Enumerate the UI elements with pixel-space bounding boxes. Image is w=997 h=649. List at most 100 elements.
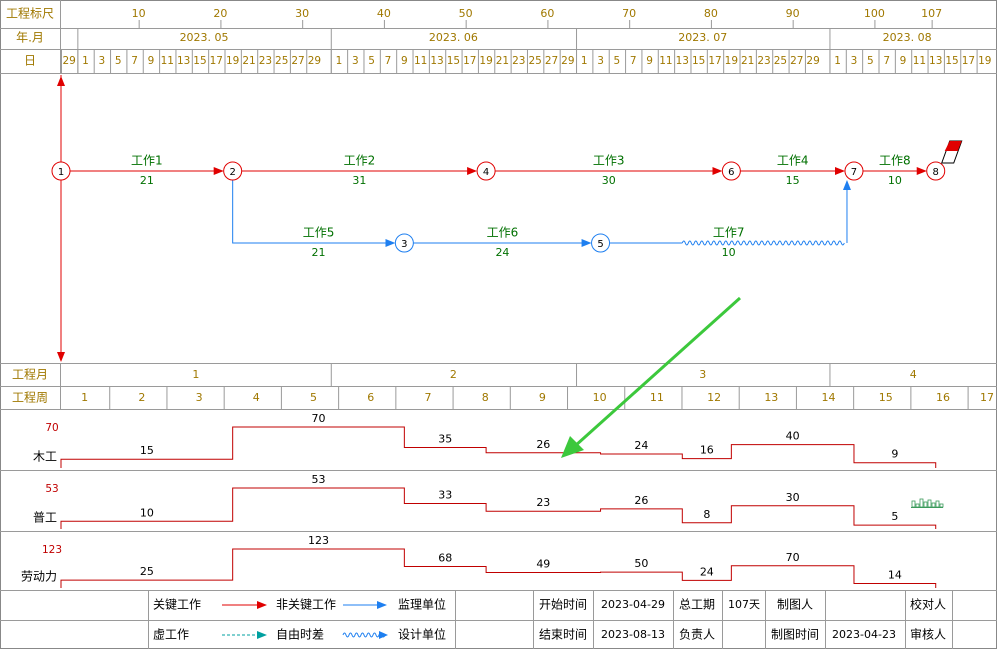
day-label: 29: [561, 55, 574, 67]
project-week-label: 工程周: [12, 390, 48, 405]
ruler-tick-label: 107: [921, 7, 942, 20]
resource-segment-value: 30: [786, 491, 800, 504]
resource-max-value: 123: [42, 544, 62, 556]
start-line-arrowhead-top: [57, 76, 65, 86]
ruler-tick-label: 70: [622, 7, 636, 20]
resource-segment-value: 9: [891, 448, 898, 461]
month-label: 2023. 05: [180, 31, 229, 44]
day-label: 11: [414, 55, 427, 67]
resource-name: 普工: [33, 511, 57, 525]
project-month-label: 工程月: [12, 367, 48, 382]
mini-histogram-icon: [911, 498, 944, 508]
day-label: 7: [131, 55, 138, 67]
ruler-tick-label: 60: [540, 7, 554, 20]
event-node-number: 7: [851, 167, 857, 178]
resource-segment-value: 24: [634, 439, 648, 452]
legend-responsible-label: 负责人: [679, 628, 715, 642]
day-label: 27: [790, 55, 803, 67]
ruler-tick-label: 100: [864, 7, 885, 20]
finish-flag-red: [944, 141, 962, 151]
day-label: 19: [725, 55, 738, 67]
legend-total-duration-label: 总工期: [679, 598, 715, 612]
day-label: 1: [581, 55, 588, 67]
event-node-number: 8: [933, 167, 939, 178]
legend-start-time-value: 2023-04-29: [601, 598, 665, 611]
annotation-arrow-shaft: [573, 296, 742, 448]
day-label: 25: [275, 55, 288, 67]
day-label: 25: [774, 55, 787, 67]
ruler-tick-label: 90: [786, 7, 800, 20]
day-label: 11: [659, 55, 672, 67]
project-week-value: 5: [310, 391, 317, 404]
resource-segment-value: 26: [634, 494, 648, 507]
free-float-wave: [681, 240, 845, 246]
month-label: 2023. 06: [429, 31, 478, 44]
day-label: 19: [226, 55, 239, 67]
ruler-tick-label: 20: [213, 7, 227, 20]
day-label: 3: [352, 55, 359, 67]
day-label: 15: [692, 55, 705, 67]
ruler-tick-label: 40: [377, 7, 391, 20]
project-month-value: 2: [450, 368, 457, 381]
project-week-value: 9: [539, 391, 546, 404]
day-label: 27: [291, 55, 304, 67]
day-label: 5: [614, 55, 621, 67]
resource-segment-value: 24: [700, 565, 714, 578]
legend-checker-label: 校对人: [910, 597, 946, 612]
annotation-overlay: [561, 296, 742, 458]
event-node-number: 5: [597, 239, 603, 250]
activity-duration: 21: [312, 246, 326, 259]
legend-critical-work-label: 关键工作: [153, 598, 201, 612]
project-week-value: 3: [196, 391, 203, 404]
ruler-tick-label: 30: [295, 7, 309, 20]
project-month-value: 1: [192, 368, 199, 381]
project-week-value: 14: [822, 391, 836, 404]
day-label: 13: [929, 55, 942, 67]
legend-end-time-label: 结束时间: [539, 628, 587, 642]
resource-segment-value: 70: [312, 412, 326, 425]
event-node-number: 6: [728, 167, 734, 178]
header-row-label: 年.月: [16, 31, 44, 45]
mini-bar: [927, 499, 932, 508]
legend-designer-label: 设计单位: [398, 627, 446, 642]
day-label: 15: [447, 55, 460, 67]
day-label: 9: [148, 55, 155, 67]
day-label: 3: [851, 55, 858, 67]
month-label: 2023. 08: [883, 31, 932, 44]
ruler-tick-label: 80: [704, 7, 718, 20]
day-label: 13: [430, 55, 443, 67]
project-week-value: 8: [482, 391, 489, 404]
resource-segment-value: 14: [888, 569, 902, 582]
day-label: 21: [242, 55, 255, 67]
project-week-value: 4: [253, 391, 260, 404]
month-label: 2023. 07: [678, 31, 727, 44]
legend-drawer-label: 制图人: [777, 598, 813, 612]
activity-name: 工作3: [593, 154, 625, 168]
project-week-value: 2: [138, 391, 145, 404]
project-week-value: 11: [650, 391, 664, 404]
activity-name: 工作7: [713, 226, 745, 240]
resource-histogram-line: [60, 487, 937, 529]
event-node-number: 1: [58, 167, 64, 178]
resource-segment-value: 10: [140, 506, 154, 519]
activity-name: 工作5: [303, 226, 335, 240]
project-month-value: 3: [699, 368, 706, 381]
day-label: 1: [82, 55, 89, 67]
project-week-value: 1: [81, 391, 88, 404]
day-label: 7: [883, 55, 890, 67]
mini-bar: [939, 503, 944, 508]
resource-name: 木工: [33, 450, 57, 464]
resource-segment-value: 8: [703, 508, 710, 521]
activity-duration: 21: [140, 174, 154, 187]
day-label: 17: [210, 55, 223, 67]
day-label: 23: [757, 55, 770, 67]
resource-segment-value: 70: [786, 551, 800, 564]
resource-segment-value: 16: [700, 444, 714, 457]
project-week-value: 17: [980, 391, 994, 404]
day-label: 11: [913, 55, 926, 67]
event-node: [51, 161, 71, 181]
